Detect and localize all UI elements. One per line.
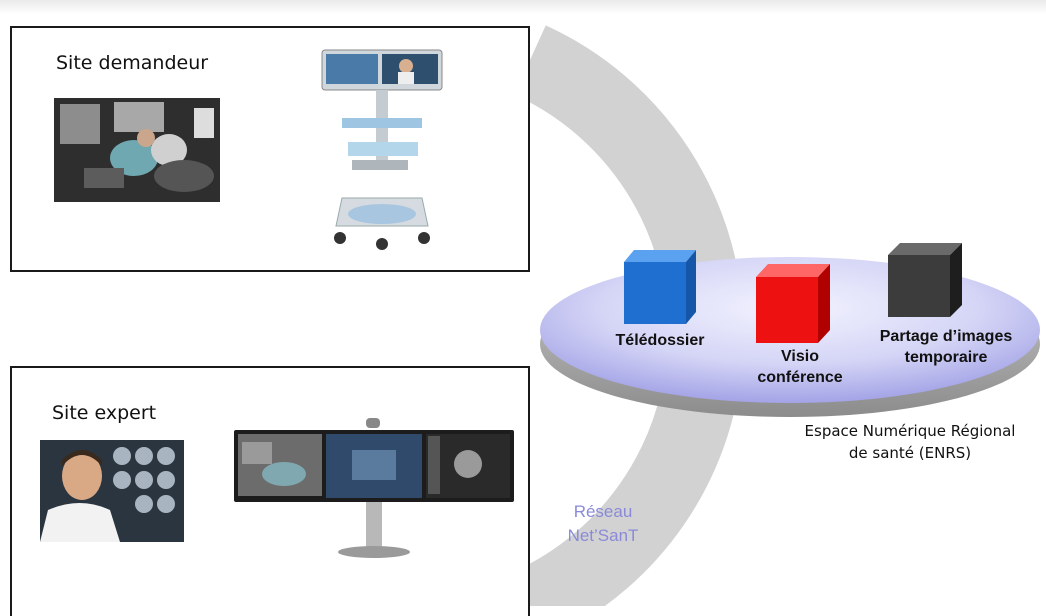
service-label-line: Télédossier <box>615 332 705 349</box>
network-label-line: Net’SanT <box>567 526 639 545</box>
service-label-teledossier: Télédossier <box>596 330 724 351</box>
enrs-caption-line: de santé (ENRS) <box>848 444 972 462</box>
network-label-line: Réseau <box>573 502 633 521</box>
visio-cube <box>756 264 830 343</box>
requester-site-panel: Site demandeur <box>10 26 530 272</box>
expert-doctor-photo <box>40 440 184 542</box>
expert-site-title: Site expert <box>52 402 157 424</box>
enrs-caption: Espace Numérique Régional de santé (ENRS… <box>776 420 1044 464</box>
service-label-line: Partage d’images <box>879 328 1013 345</box>
network-label: Réseau Net’SanT <box>548 500 658 548</box>
service-label-line: Visio <box>781 348 819 365</box>
teledossier-cube <box>624 250 696 324</box>
videoconference-station <box>232 414 516 564</box>
operating-room-photo <box>54 98 220 202</box>
service-label-line: conférence <box>757 369 843 386</box>
service-label-line: temporaire <box>904 349 988 366</box>
service-label-image-sharing: Partage d’images temporaire <box>848 326 1044 368</box>
requester-site-title: Site demandeur <box>56 52 209 74</box>
telemedicine-cart <box>318 48 446 258</box>
enrs-caption-line: Espace Numérique Régional <box>804 422 1016 440</box>
service-label-visio: Visio conférence <box>740 346 860 388</box>
expert-site-panel: Site expert <box>10 366 530 616</box>
top-shadow <box>0 0 1046 14</box>
image-sharing-cube <box>888 243 962 317</box>
